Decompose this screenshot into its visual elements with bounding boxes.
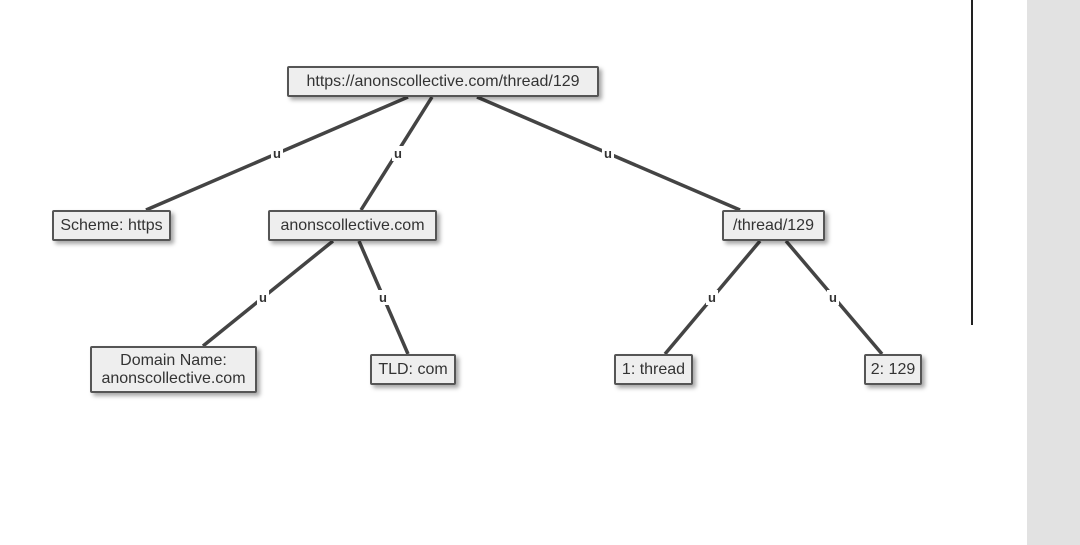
scheme-node[interactable]: Scheme: https	[52, 210, 171, 241]
domain-name-label-line1: Domain Name:	[120, 351, 227, 369]
root-url-label: https://anonscollective.com/thread/129	[306, 72, 580, 90]
scheme-label: Scheme: https	[60, 216, 163, 234]
domain-name-node[interactable]: Domain Name: anonscollective.com	[90, 346, 257, 393]
edge-label-text: u	[273, 146, 281, 161]
edge-label-text: u	[379, 290, 387, 305]
domain-label: anonscollective.com	[280, 216, 425, 234]
path-segment-1-node[interactable]: 1: thread	[614, 354, 693, 385]
tld-label: TLD: com	[378, 360, 448, 378]
domain-node[interactable]: anonscollective.com	[268, 210, 437, 241]
edge-label-path-p2: u	[827, 290, 839, 305]
edge-label-root-scheme: u	[271, 146, 283, 161]
edge-label-text: u	[604, 146, 612, 161]
path-node[interactable]: /thread/129	[722, 210, 825, 241]
path-segment-1-label: 1: thread	[621, 360, 686, 378]
edge-label-domain-tld: u	[377, 290, 389, 305]
vertical-divider	[971, 0, 973, 325]
edge-label-path-p1: u	[706, 290, 718, 305]
right-side-panel	[1027, 0, 1080, 545]
edge-label-text: u	[259, 290, 267, 305]
domain-name-label-line2: anonscollective.com	[101, 369, 246, 387]
edge-label-root-path: u	[602, 146, 614, 161]
edge-label-text: u	[708, 290, 716, 305]
path-segment-2-label: 2: 129	[870, 360, 916, 378]
edge-label-text: u	[394, 146, 402, 161]
edge-label-text: u	[829, 290, 837, 305]
tld-node[interactable]: TLD: com	[370, 354, 456, 385]
root-url-node[interactable]: https://anonscollective.com/thread/129	[287, 66, 599, 97]
path-segment-2-node[interactable]: 2: 129	[864, 354, 922, 385]
path-label: /thread/129	[733, 216, 814, 234]
edge-label-domain-dname: u	[257, 290, 269, 305]
edge-label-root-domain: u	[392, 146, 404, 161]
